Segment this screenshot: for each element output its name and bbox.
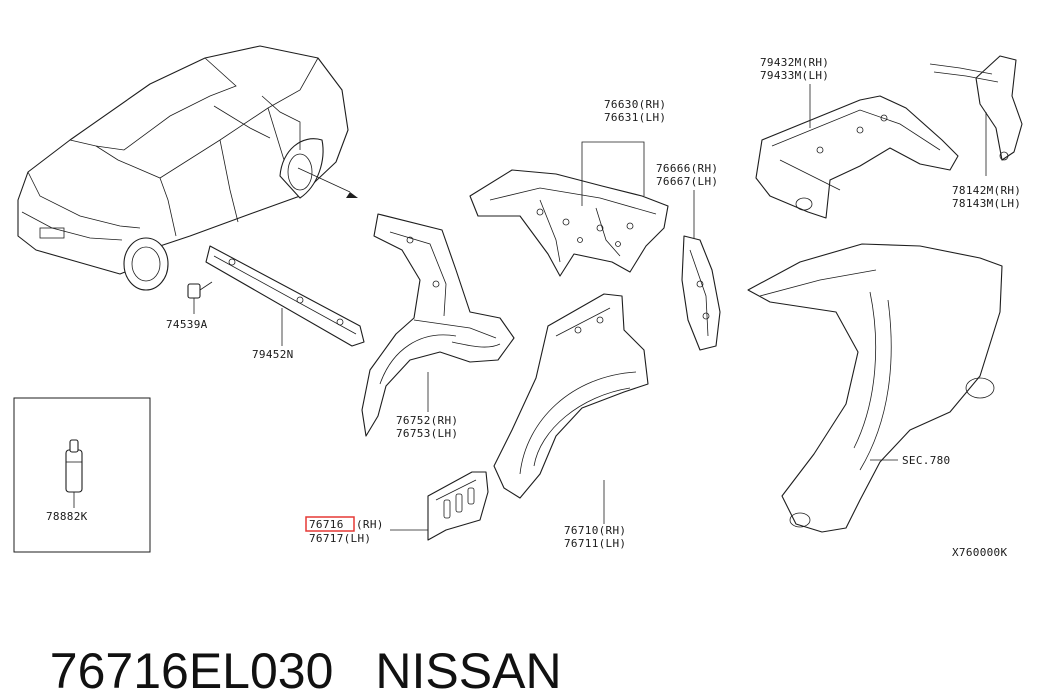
part-number: 76716EL030 — [49, 643, 334, 699]
label-76711: 76711(LH) — [564, 537, 626, 550]
label-78882k: 78882K — [46, 510, 88, 523]
part-79452n-rail — [205, 245, 365, 347]
part-76752-wheelhouse — [361, 213, 515, 437]
car-illustration — [17, 45, 358, 291]
label-76716: 76716 — [309, 518, 344, 531]
label-76717: 76717(LH) — [309, 532, 371, 545]
part-caption: 76716EL030 NISSAN — [22, 596, 562, 696]
part-74539a-clip — [187, 281, 213, 314]
diagram-code: X760000K — [952, 546, 1007, 559]
label-76630: 76630(RH) — [604, 98, 666, 111]
label-76631: 76631(LH) — [604, 111, 666, 124]
label-76752: 76752(RH) — [396, 414, 458, 427]
label-76666: 76666(RH) — [656, 162, 718, 175]
label-79452n: 79452N — [252, 348, 294, 361]
part-76716-extension — [390, 471, 489, 541]
part-76710-wheelhouse-outer — [493, 293, 649, 524]
label-76716-side: (RH) — [356, 518, 384, 531]
part-76666-pillar — [681, 190, 721, 351]
brand-name: NISSAN — [375, 643, 562, 699]
label-76753: 76753(LH) — [396, 427, 458, 440]
label-74539a: 74539A — [166, 318, 208, 331]
part-79432m-floor — [755, 84, 959, 219]
label-78143m: 78143M(LH) — [952, 197, 1021, 210]
label-79432m: 79432M(RH) — [760, 56, 829, 69]
highlight-box — [305, 516, 355, 532]
part-78142m-bracket — [929, 55, 1023, 176]
label-76710: 76710(RH) — [564, 524, 626, 537]
labels: 79432M(RH) 79433M(LH) 76630(RH) 76631(LH… — [46, 56, 1021, 559]
label-78142m: 78142M(RH) — [952, 184, 1021, 197]
part-76630-panel — [469, 141, 669, 277]
label-79433m: 79433M(LH) — [760, 69, 829, 82]
label-sec780: SEC.780 — [902, 454, 950, 467]
label-76667: 76667(LH) — [656, 175, 718, 188]
part-quarter-panel — [747, 243, 1003, 533]
inset-78882k — [13, 397, 151, 553]
